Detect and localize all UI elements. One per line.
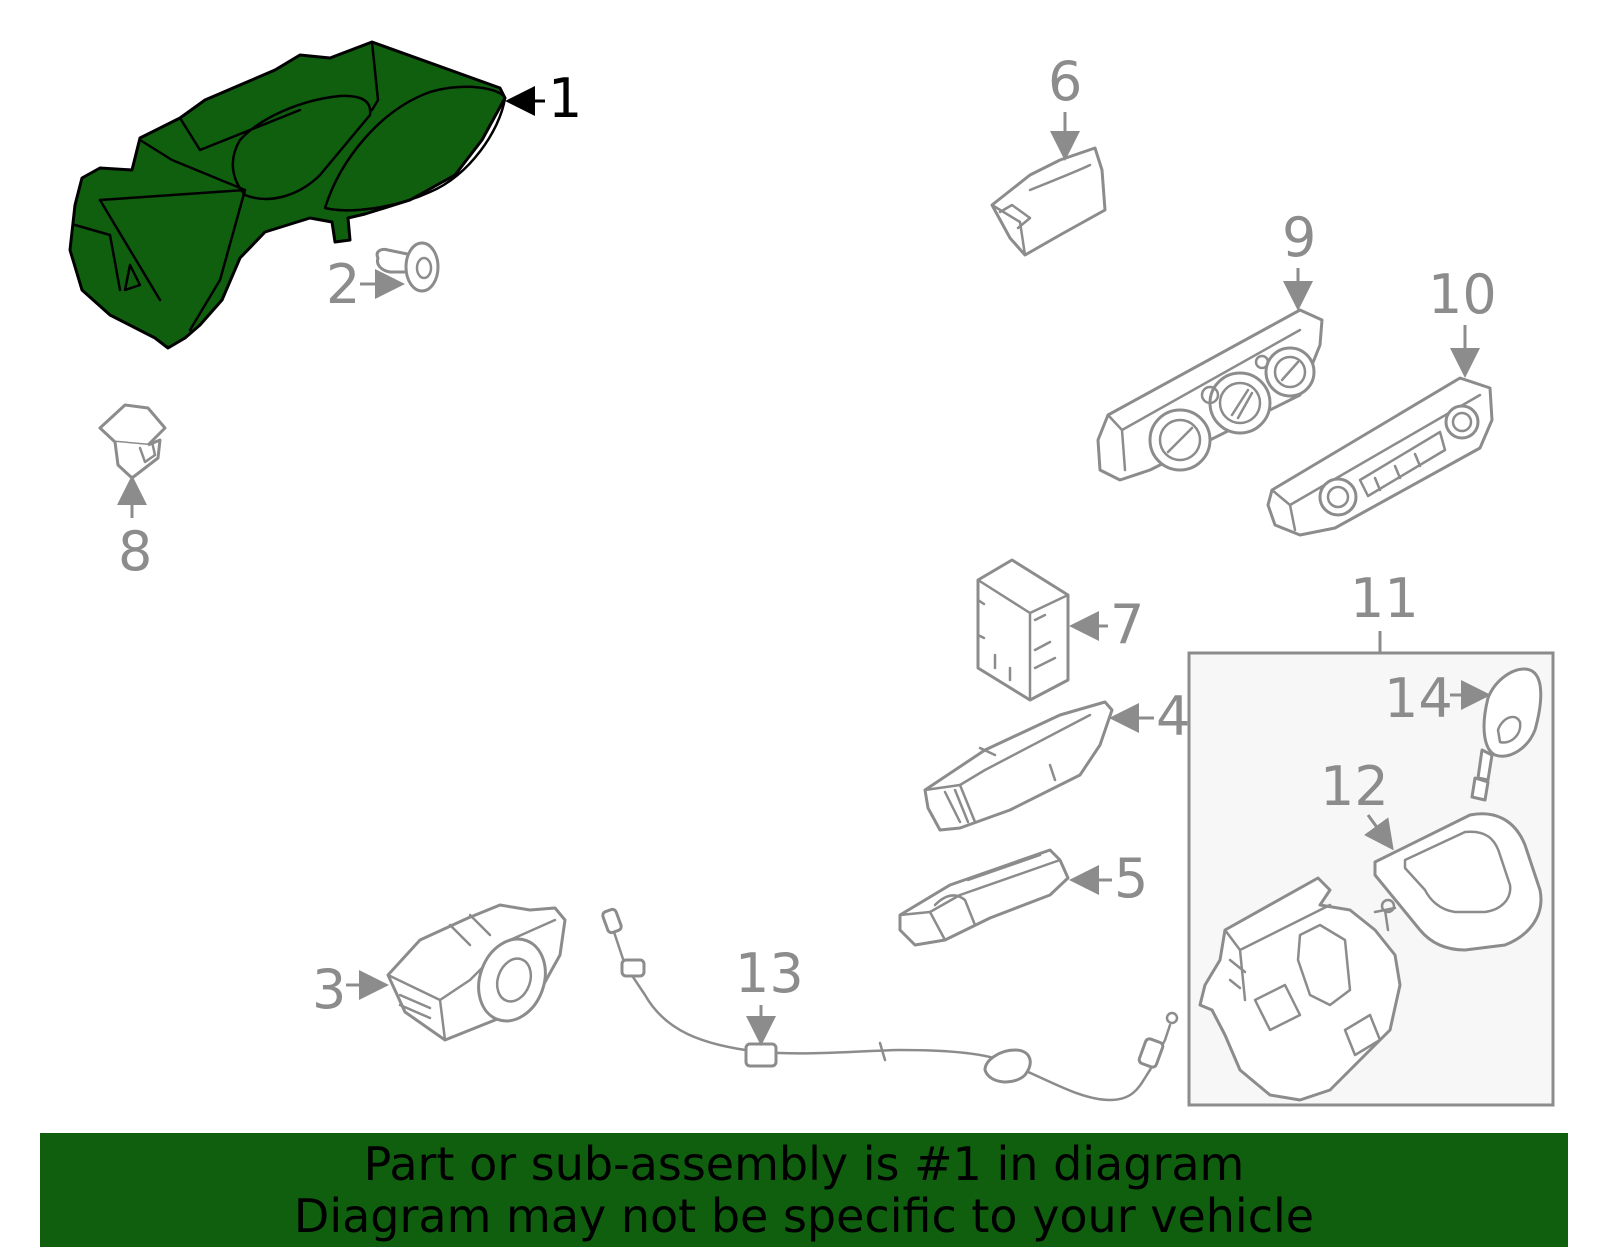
callout-11: 11 xyxy=(1350,567,1419,630)
part-7-module[interactable] xyxy=(976,558,1070,702)
callout-13: 13 xyxy=(735,942,804,1005)
part-14-shift-knob[interactable] xyxy=(1470,667,1543,802)
part-9-climate-control[interactable] xyxy=(1096,308,1324,482)
part-2-screw[interactable] xyxy=(375,241,440,293)
part-8-clip[interactable] xyxy=(98,403,167,480)
callout-4: 4 xyxy=(1156,685,1190,748)
arrow-12 xyxy=(1363,814,1394,851)
part-13-cable[interactable] xyxy=(601,907,1179,1102)
callout-5: 5 xyxy=(1114,847,1148,910)
callout-1: 1 xyxy=(548,67,582,130)
callout-7: 7 xyxy=(1110,593,1144,656)
part-6-bezel[interactable] xyxy=(990,146,1107,257)
part-5-switch[interactable] xyxy=(898,848,1070,947)
part-4-switch-panel[interactable] xyxy=(923,700,1114,832)
part-11-shifter-assembly[interactable] xyxy=(1198,876,1402,1102)
part-1-instrument-cluster[interactable] xyxy=(68,40,507,350)
callout-3: 3 xyxy=(312,958,346,1021)
banner-background xyxy=(40,1133,1568,1247)
banner-line-1: Part or sub-assembly is #1 in diagram xyxy=(363,1137,1245,1191)
callout-14: 14 xyxy=(1384,667,1453,730)
callout-9: 9 xyxy=(1282,206,1316,269)
callout-6: 6 xyxy=(1048,50,1082,113)
callout-8: 8 xyxy=(118,520,152,583)
callout-10: 10 xyxy=(1428,263,1497,326)
banner-line-2: Diagram may not be specific to your vehi… xyxy=(293,1189,1315,1243)
part-12-shifter-bezel[interactable] xyxy=(1373,812,1543,952)
part-10-climate-display[interactable] xyxy=(1266,376,1494,537)
disclaimer-banner: Part or sub-assembly is #1 in diagram Di… xyxy=(40,1133,1568,1247)
callout-12: 12 xyxy=(1320,755,1389,818)
callout-2: 2 xyxy=(326,253,360,316)
part-3-switch-unit[interactable] xyxy=(386,903,567,1042)
